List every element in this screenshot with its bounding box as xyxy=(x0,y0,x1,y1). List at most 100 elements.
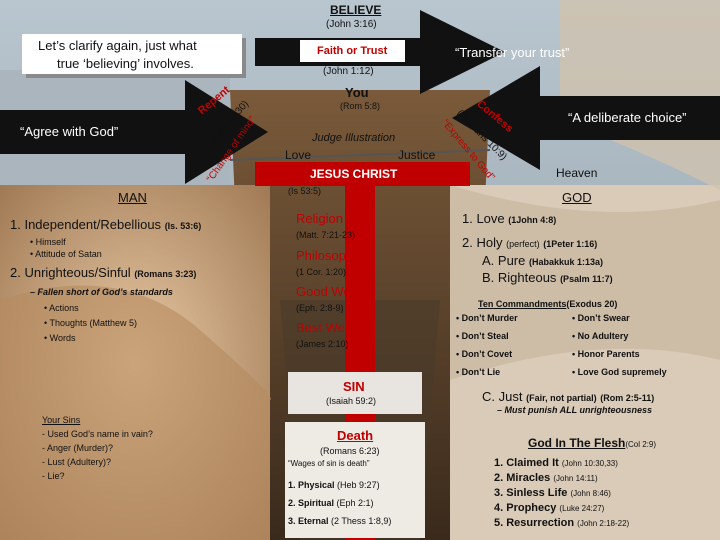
flesh-item-2-ref: (John 8:46) xyxy=(570,489,611,498)
physical-label: 1. Physical xyxy=(288,480,335,490)
best-ref: (James 2:10) xyxy=(296,339,349,349)
god-holy-label: 2. Holy xyxy=(462,235,503,250)
man-fall: – Fallen short of God’s standards xyxy=(30,287,173,297)
repent-arrow xyxy=(0,80,268,184)
man-sub1-0: • Himself xyxy=(30,237,66,247)
flesh-title: God In The Flesh(Col 2:9) xyxy=(528,436,656,450)
eternal-ref: (2 Thess 1:8,9) xyxy=(331,516,392,526)
cmd-left-3: • Don’t Lie xyxy=(456,367,501,377)
faith-ref: (John 1:12) xyxy=(323,66,374,77)
god-punish: – Must punish ALL unrighteousness xyxy=(497,405,653,415)
flesh-item-3-ref: (Luke 24:27) xyxy=(559,504,605,513)
god-love: 1. Love (1John 4:8) xyxy=(462,211,556,226)
cmd-right-1: • No Adultery xyxy=(572,331,629,341)
god-holy-ref: (1Peter 1:16) xyxy=(543,239,598,249)
death-box xyxy=(285,422,425,538)
eternal-death: 3. Eternal (2 Thess 1:8,9) xyxy=(288,516,391,526)
man-item-2-ref: (Romans 3:23) xyxy=(134,269,197,279)
philosophy-label: Philosophy xyxy=(296,248,360,263)
god-pure-ref: (Habakkuk 1:13a) xyxy=(528,257,604,267)
flesh-label: God In The Flesh xyxy=(528,436,626,450)
cmd-right-0: • Don’t Swear xyxy=(572,313,630,323)
sin-label: SIN xyxy=(343,379,365,394)
you-title: You xyxy=(345,85,369,100)
man-item-1-label: 1. Independent/Rebellious xyxy=(10,217,162,232)
god-pure: A. Pure (Habakkuk 1:13a) xyxy=(482,253,603,268)
cross-title: JESUS CHRIST xyxy=(310,167,398,181)
god-love-label: 1. Love xyxy=(462,211,505,226)
flesh-item-1-label: 2. Miracles xyxy=(494,472,551,484)
commandments-title: Ten Commandments(Exodus 20) xyxy=(478,299,617,309)
you-ref: (Rom 5:8) xyxy=(340,101,381,111)
flesh-item-4-label: 5. Resurrection xyxy=(494,517,575,529)
man-item-2: 2. Unrighteous/Sinful (Romans 3:23) xyxy=(10,265,196,280)
cross-ref: (Is 53:5) xyxy=(288,186,322,196)
flesh-item-4-ref: (John 2:18-22) xyxy=(577,519,630,528)
confess-arrow xyxy=(452,66,720,170)
god-just-ref2: (Rom 2:5-11) xyxy=(600,393,655,403)
sin-box xyxy=(288,372,422,414)
man-sub2-1: • Thoughts (Matthew 5) xyxy=(44,318,138,328)
man-sub1-1: • Attitude of Satan xyxy=(30,249,102,259)
cross-horizontal xyxy=(255,162,470,186)
choice-quote: “A deliberate choice” xyxy=(568,110,687,125)
sins-item-1: - Used God’s name in vain? xyxy=(42,429,153,439)
commandments-label: Ten Commandments xyxy=(478,299,567,309)
flesh-item-1: 2. Miracles (John 14:11) xyxy=(494,472,598,484)
judge-love: Love xyxy=(285,148,312,162)
flesh-ref: (Col 2:9) xyxy=(625,440,657,449)
god-holy-perfect: (perfect) xyxy=(506,239,540,249)
heaven-label: Heaven xyxy=(556,166,598,180)
cmd-left-1: • Don’t Steal xyxy=(456,331,509,341)
works-label: Good Works xyxy=(296,284,369,299)
physical-death: 1. Physical (Heb 9:27) xyxy=(288,480,380,490)
spiritual-ref: (Eph 2:1) xyxy=(336,498,374,508)
callout-box xyxy=(22,34,242,74)
commandments-ref: (Exodus 20) xyxy=(566,299,618,309)
god-pure-label: A. Pure xyxy=(482,253,526,268)
man-sub2-2: • Words xyxy=(44,333,76,343)
page-title-ref: (John 3:16) xyxy=(326,19,377,30)
god-righteous-label: B. Righteous xyxy=(482,270,557,285)
flesh-item-0-ref: (John 10:30,33) xyxy=(561,459,618,468)
flesh-item-3-label: 4. Prophecy xyxy=(494,502,557,514)
physical-ref: (Heb 9:27) xyxy=(337,480,380,490)
flesh-item-1-ref: (John 14:11) xyxy=(553,474,598,483)
god-just-ref: (Fair, not partial) xyxy=(526,393,597,403)
philosophy-ref: (1 Cor. 1:20) xyxy=(296,267,347,277)
man-title: MAN xyxy=(118,190,147,205)
god-just-label: C. Just xyxy=(482,389,523,404)
man-sub2-0: • Actions xyxy=(44,303,79,313)
faith-label-box xyxy=(300,40,405,62)
flesh-item-2-label: 3. Sinless Life xyxy=(494,487,568,499)
flesh-item-0: 1. Claimed It (John 10:30,33) xyxy=(494,457,618,469)
callout-line-2: true ‘believing’ involves. xyxy=(57,56,194,71)
cmd-left-2: • Don’t Covet xyxy=(456,349,513,359)
flesh-item-4: 5. Resurrection (John 2:18-22) xyxy=(494,517,629,529)
faith-title: Faith or Trust xyxy=(317,45,388,57)
flesh-item-0-label: 1. Claimed It xyxy=(494,457,559,469)
god-just: C. Just (Fair, not partial) (Rom 2:5-11) xyxy=(482,389,654,404)
sins-item-3: - Lust (Adultery)? xyxy=(42,457,112,467)
sins-title: Your Sins xyxy=(42,415,81,425)
faith-quote: “Transfer your trust” xyxy=(455,45,570,60)
god-righteous: B. Righteous (Psalm 11:7) xyxy=(482,270,613,285)
works-ref: (Eph. 2:8-9) xyxy=(296,303,344,313)
judge-title: Judge Illustration xyxy=(312,132,396,144)
religion-label: Religion xyxy=(296,211,343,226)
god-righteous-ref: (Psalm 11:7) xyxy=(560,274,613,284)
god-holy: 2. Holy (perfect) (1Peter 1:16) xyxy=(462,235,597,250)
man-item-2-label: 2. Unrighteous/Sinful xyxy=(10,265,131,280)
spiritual-death: 2. Spiritual (Eph 2:1) xyxy=(288,498,374,508)
judge-justice: Justice xyxy=(398,148,436,162)
man-item-1-ref: (Is. 53:6) xyxy=(164,221,202,231)
cmd-right-2: • Honor Parents xyxy=(572,349,640,359)
flesh-item-3: 4. Prophecy (Luke 24:27) xyxy=(494,502,604,514)
death-ref: (Romans 6:23) xyxy=(320,446,380,456)
wages-quote: “Wages of sin is death” xyxy=(288,459,370,468)
death-label: Death xyxy=(337,428,374,443)
best-label: Best We Can xyxy=(296,320,373,335)
spiritual-label: 2. Spiritual xyxy=(288,498,335,508)
sins-item-2: - Anger (Murder)? xyxy=(42,443,114,453)
callout-line-1: Let’s clarify again, just what xyxy=(38,38,197,53)
